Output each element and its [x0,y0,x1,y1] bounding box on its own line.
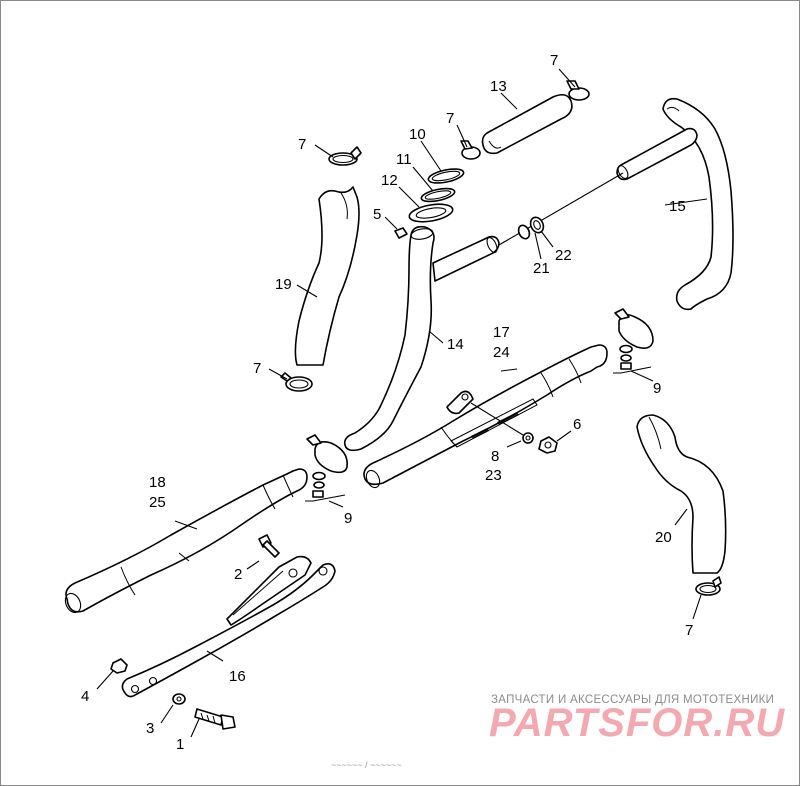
callout-23: 23 [485,467,502,484]
callout-7: 7 [298,136,306,153]
part-6-nut [538,436,558,454]
part-15-rear-head-pipe [616,97,734,311]
callout-7: 7 [550,52,558,69]
callout-11: 11 [396,151,412,168]
callout-7: 7 [685,622,693,639]
callout-4: 4 [81,688,89,705]
callout-22: 22 [555,247,572,264]
callout-6: 6 [573,416,581,433]
callout-8: 8 [491,448,499,465]
callout-17: 17 [493,324,510,341]
callout-7: 7 [253,360,261,377]
callout-9: 9 [344,510,352,527]
callout-5: 5 [373,206,381,223]
part-7-clamp-bottom-left [280,372,313,392]
callout-13: 13 [490,78,507,95]
part-7-clamp-top [566,80,590,101]
part-2-bolt [258,534,280,558]
part-9-clamp-right [613,308,654,374]
callout-20: 20 [655,529,672,546]
part-11-retaining-ring [420,187,456,203]
part-16-mounting-bracket [121,555,336,698]
part-7-clamp-bottom-right [695,576,722,596]
callout-18: 18 [149,474,166,491]
part-9-clamp-left [305,434,348,502]
callout-10: 10 [409,126,426,143]
watermark-logo: PARTSFOR.RU [489,701,786,745]
callout-7: 7 [446,110,454,127]
part-7-clamp-mid [460,140,481,160]
callout-16: 16 [229,668,246,685]
watermark-tagline: ЗАПЧАСТИ И АКСЕССУАРЫ ДЛЯ МОТОТЕХНИКИ [491,694,775,706]
part-14-front-head-pipe [343,225,500,452]
figure-code: ~~~~~~ / ~~~~~~ [331,760,402,770]
callout-labels: 7 13 7 10 11 12 5 7 19 7 15 14 21 22 17 … [81,52,693,753]
callout-15: 15 [669,198,686,215]
part-17-24-right-muffler [363,344,608,489]
part-10-gasket [427,168,465,184]
part-7-clamp-left [328,146,362,166]
part-8-23-washer [522,432,534,444]
callout-25: 25 [149,494,166,511]
part-18-25-left-muffler [64,468,308,614]
part-19-heat-shield [294,186,360,366]
leader-lines [96,68,708,738]
callout-24: 24 [493,344,510,361]
callout-9: 9 [653,380,661,397]
part-5-nut [394,227,408,239]
callout-21: 21 [533,260,550,277]
part-21-ring [517,224,531,240]
part-3-washer [172,693,186,705]
callout-1: 1 [176,736,184,753]
callout-12: 12 [381,172,398,189]
part-4-nut [110,658,128,674]
callout-3: 3 [146,720,154,737]
callout-2: 2 [234,566,242,583]
callout-14: 14 [447,336,464,353]
part-13-heat-shield [481,93,573,155]
part-22-ring [529,216,545,234]
part-1-bolt [194,708,236,730]
part-12-flange [408,203,454,223]
part-20-heat-shield [636,414,727,574]
callout-19: 19 [275,276,292,293]
